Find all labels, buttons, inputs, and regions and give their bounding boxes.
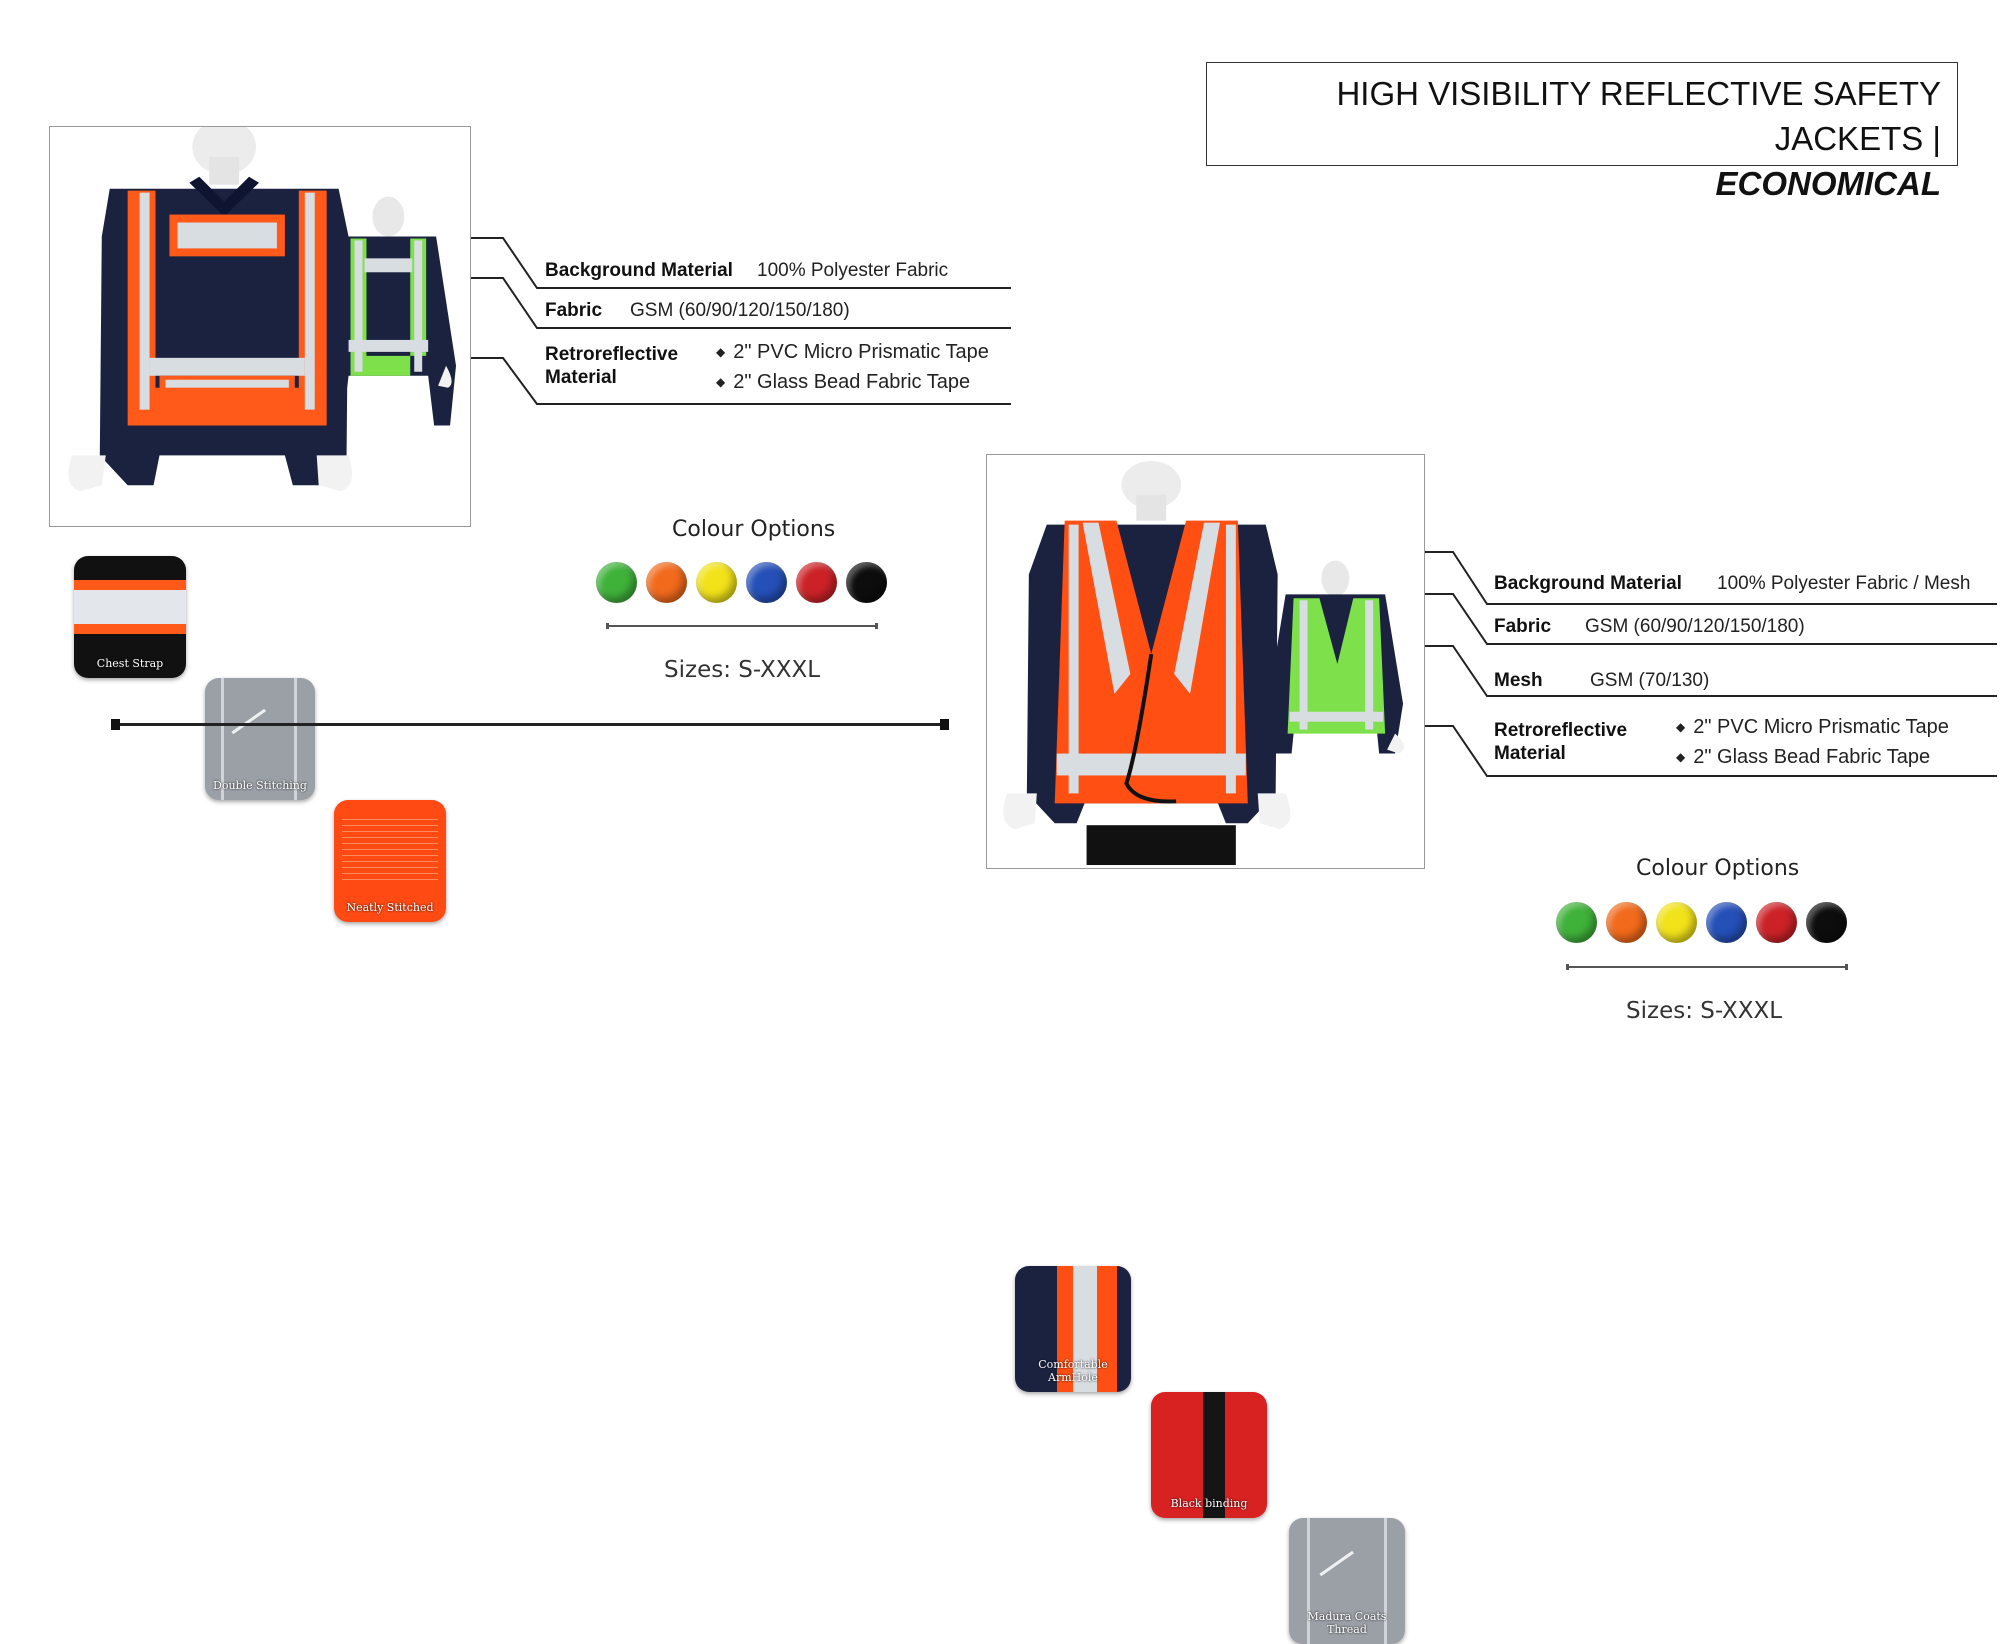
product1-swatch-orange[interactable]: [646, 562, 687, 603]
product1-photo: [49, 126, 471, 527]
product1-retro-label-1: Retroreflective: [545, 344, 679, 365]
product2-thumb-label-2: Black binding: [1170, 1497, 1248, 1510]
page-title-line1: HIGH VISIBILITY REFLECTIVE SAFETY JACKET…: [1336, 75, 1941, 157]
product1-swatch-black[interactable]: [846, 562, 887, 603]
product1-jacket-image: [68, 127, 457, 492]
product2-retro-label-1: Retroreflective: [1494, 720, 1628, 741]
product1-retro-label-2: Material: [545, 367, 617, 388]
product1-colour-options-title: Colour Options: [672, 517, 836, 542]
product1-background-value: 100% Polyester Fabric: [757, 260, 949, 281]
product1-thumb-label-1: Chest Strap: [96, 657, 164, 670]
product2-thumb-label-1: Comfortable ArmHole: [1038, 1358, 1108, 1384]
product1-fabric-label: Fabric: [545, 300, 603, 321]
product2-fabric-value: GSM (60/90/120/150/180): [1585, 616, 1805, 637]
section-divider: [111, 719, 949, 730]
product1-colour-rule: [606, 623, 878, 629]
product2-swatch-yellow[interactable]: [1656, 902, 1697, 943]
product1-thumb-label-2: Double Stitching: [213, 779, 307, 792]
product2-retro-label-2: Material: [1494, 743, 1566, 764]
product2-mesh-label: Mesh: [1494, 670, 1543, 691]
product2-thumb-armhole: Comfortable ArmHole: [1015, 1266, 1131, 1392]
product2-swatch-blue[interactable]: [1706, 902, 1747, 943]
product1-thumb-neatly-stitched: Neatly Stitched: [334, 800, 446, 922]
product1-sizes: Sizes: S-XXXL: [664, 657, 821, 683]
product2-colour-rule: [1566, 964, 1848, 970]
product2-sizes: Sizes: S-XXXL: [1626, 998, 1783, 1024]
page-title-line2: ECONOMICAL: [1715, 165, 1942, 202]
product2-colour-swatches: [1556, 902, 1847, 943]
product2-swatch-black[interactable]: [1806, 902, 1847, 943]
product1-swatch-red[interactable]: [796, 562, 837, 603]
product2-photo: [986, 454, 1425, 869]
product1-background-label: Background Material: [545, 260, 733, 281]
product1-fabric-value: GSM (60/90/120/150/180): [630, 300, 850, 321]
product2-swatch-green[interactable]: [1556, 902, 1597, 943]
product1-retro-item-2: 2" Glass Bead Fabric Tape: [716, 371, 970, 394]
product1-swatch-yellow[interactable]: [696, 562, 737, 603]
product2-fabric-label: Fabric: [1494, 616, 1552, 637]
product1-connector-lines: [471, 237, 1011, 405]
product2-swatch-red[interactable]: [1756, 902, 1797, 943]
product2-retro-item-1: 2" PVC Micro Prismatic Tape: [1676, 716, 1949, 739]
product2-vest-image: [1003, 460, 1405, 866]
product2-colour-options-title: Colour Options: [1636, 856, 1800, 881]
product2-swatch-orange[interactable]: [1606, 902, 1647, 943]
product2-thumb-label-3: Madura Coats Thread: [1307, 1610, 1387, 1636]
product2-background-label: Background Material: [1494, 573, 1682, 594]
product1-thumb-label-3: Neatly Stitched: [346, 901, 434, 914]
product2-background-value: 100% Polyester Fabric / Mesh: [1717, 573, 1971, 594]
product1-swatch-green[interactable]: [596, 562, 637, 603]
product1-thumb-chest-strap: Chest Strap: [74, 556, 186, 678]
product1-thumb-double-stitching: Double Stitching: [205, 678, 315, 800]
product2-thumb-coats-thread: Madura Coats Thread: [1289, 1518, 1405, 1644]
product1-swatch-blue[interactable]: [746, 562, 787, 603]
product2-retro-item-2: 2" Glass Bead Fabric Tape: [1676, 746, 1930, 769]
page-title-box: HIGH VISIBILITY REFLECTIVE SAFETY JACKET…: [1206, 62, 1958, 202]
product2-mesh-value: GSM (70/130): [1590, 670, 1710, 691]
product2-connector-lines: [1425, 551, 1997, 777]
product1-colour-swatches: [596, 562, 887, 603]
product2-thumb-black-binding: Black binding: [1151, 1392, 1267, 1518]
product1-retro-item-1: 2" PVC Micro Prismatic Tape: [716, 341, 989, 364]
